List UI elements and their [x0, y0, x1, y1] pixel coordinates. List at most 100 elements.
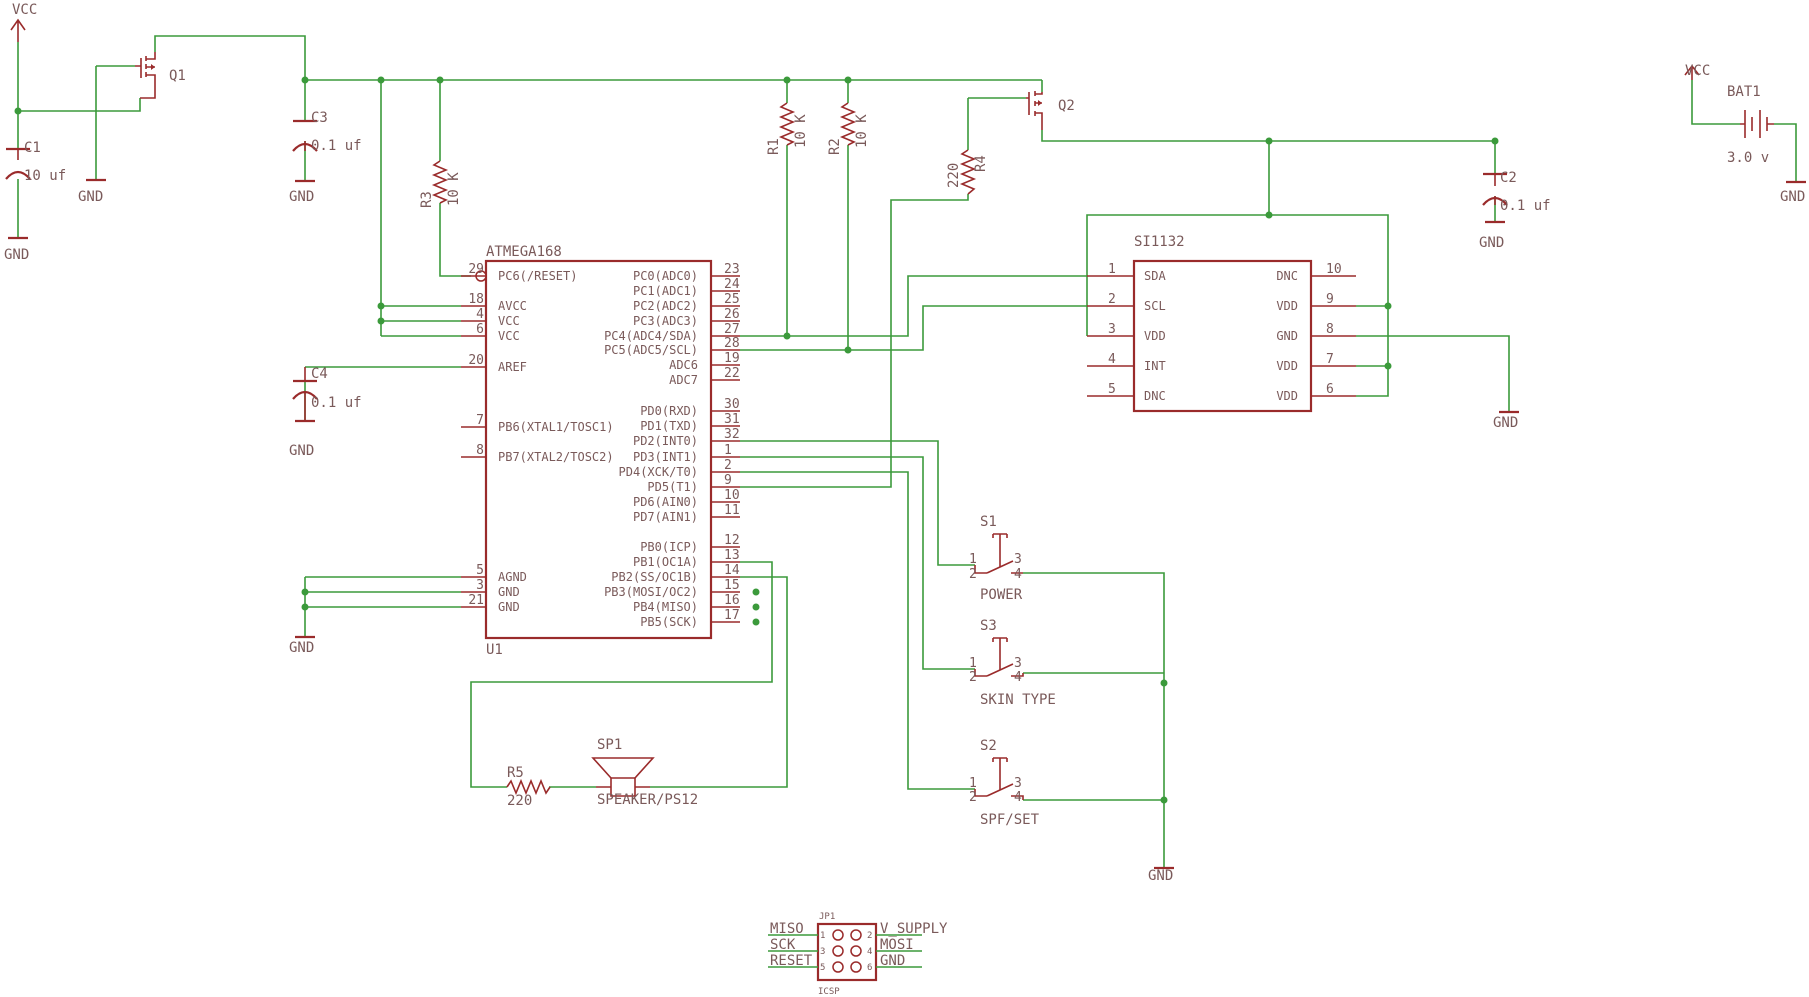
si1132-pin-number: 5: [1108, 382, 1116, 397]
svg-text:0.1 uf: 0.1 uf: [311, 138, 362, 154]
u1-pin-number: 24: [724, 277, 740, 292]
si1132-pin-label: SCL: [1144, 299, 1166, 313]
svg-text:2: 2: [969, 567, 977, 582]
si1132-pin-number: 1: [1108, 262, 1116, 277]
capacitor-c1: C1 10 uf: [5, 140, 66, 184]
svg-text:GND: GND: [1493, 415, 1518, 431]
svg-text:220: 220: [946, 163, 962, 188]
jp1-pin-number: 6: [867, 963, 872, 973]
resistor-r4: 220 R4: [946, 149, 989, 195]
u1-pin-label: PB3(MOSI/OC2): [604, 585, 698, 599]
svg-text:3: 3: [1014, 552, 1022, 567]
u1-pin-number: 29: [468, 262, 484, 277]
jp1-pin-number: 2: [867, 931, 872, 941]
u1-pin-label: PC2(ADC2): [633, 299, 698, 313]
gnd-symbol-c1: GND: [4, 236, 29, 263]
u1-pin-label: GND: [498, 600, 520, 614]
u1-pin-number: 1: [724, 443, 732, 458]
svg-text:SKIN TYPE: SKIN TYPE: [980, 692, 1056, 708]
u1-pin-label: PC4(ADC4/SDA): [604, 329, 698, 343]
u1-pin-number: 21: [468, 593, 484, 608]
gnd-symbol-c3: GND: [289, 179, 315, 205]
u1-pin-number: 11: [724, 503, 740, 518]
svg-text:R3: R3: [419, 191, 435, 208]
svg-text:4: 4: [1014, 567, 1022, 582]
jp1-pad: [850, 945, 862, 957]
u1-pin-label: PB1(OC1A): [633, 555, 698, 569]
u1-pin-number: 31: [724, 412, 740, 427]
svg-text:S3: S3: [980, 618, 997, 634]
u1-pin-label: AVCC: [498, 299, 527, 313]
gnd-symbol-c2: GND: [1479, 220, 1505, 251]
u1-pin-label: AREF: [498, 360, 527, 374]
svg-text:JP1: JP1: [819, 912, 835, 922]
si1132-pin-number: 2: [1108, 292, 1116, 307]
svg-text:3.0 v: 3.0 v: [1727, 150, 1769, 166]
transistor-q2: Q2: [1026, 91, 1075, 130]
u1-pin-label: PC1(ADC1): [633, 284, 698, 298]
jp1-pin-label: RESET: [770, 953, 813, 969]
svg-text:220: 220: [507, 793, 532, 809]
jp1-pin-number: 5: [820, 963, 825, 973]
svg-text:R4: R4: [973, 155, 989, 172]
u1-pin-number: 14: [724, 563, 740, 578]
u1-pin-number: 20: [468, 353, 484, 368]
si1132-pin-label: GND: [1276, 329, 1298, 343]
u1-pin-label: PC3(ADC3): [633, 314, 698, 328]
svg-text:GND: GND: [1479, 235, 1504, 251]
jp1-pin-number: 1: [820, 931, 825, 941]
jp1-pad: [832, 945, 844, 957]
svg-text:ICSP: ICSP: [818, 987, 840, 997]
resistor-r5: R5 220: [506, 765, 551, 809]
svg-text:C2: C2: [1500, 170, 1517, 186]
u1-pin-number: 23: [724, 262, 740, 277]
capacitor-c4: C4 0.1 uf: [292, 366, 362, 421]
vcc-symbol-top-left: VCC: [10, 2, 37, 42]
u1-pin-number: 17: [724, 608, 740, 623]
u1-pin-number: 4: [476, 307, 484, 322]
u1-pin-label: ADC7: [669, 373, 698, 387]
switch-s3: 1 2 3 4 S3 SKIN TYPE: [969, 618, 1056, 708]
svg-text:GND: GND: [289, 640, 314, 656]
u1-pin-number: 5: [476, 563, 484, 578]
wires: [17, 35, 1797, 868]
resistor-r1: R1 10 K: [766, 102, 809, 155]
capacitor-c3: C3 0.1 uf: [292, 110, 362, 154]
si1132-pin-number: 3: [1108, 322, 1116, 337]
gnd-symbol-u1: GND: [289, 635, 315, 656]
svg-text:R2: R2: [827, 138, 843, 155]
svg-text:3: 3: [1014, 776, 1022, 791]
svg-text:POWER: POWER: [980, 587, 1023, 603]
svg-text:C3: C3: [311, 110, 328, 126]
jp1-pad: [850, 961, 862, 973]
switch-s1: 1 2 3 4 S1 POWER: [969, 514, 1023, 603]
svg-text:10 uf: 10 uf: [24, 168, 66, 184]
u1-pin-label: PD4(XCK/T0): [619, 465, 698, 479]
jp1-pin-label: V_SUPPLY: [880, 921, 948, 937]
svg-text:BAT1: BAT1: [1727, 84, 1761, 100]
u1-pin-label: PB6(XTAL1/TOSC1): [498, 420, 614, 434]
si1132-pin-number: 4: [1108, 352, 1116, 367]
gnd-symbol-c4: GND: [289, 419, 315, 459]
u1-pin-number: 27: [724, 322, 740, 337]
u1-pin-number: 15: [724, 578, 740, 593]
u1-pin-label: PC6(/RESET): [498, 269, 577, 283]
speaker-sp1: SP1 SPEAKER/PS12: [591, 737, 698, 808]
u1-pin-number: 13: [724, 548, 740, 563]
si1132-pin-number: 7: [1326, 352, 1334, 367]
u1-pin-number: 19: [724, 351, 740, 366]
u1-pin-number: 16: [724, 593, 740, 608]
svg-text:2: 2: [969, 790, 977, 805]
battery-bat1: BAT1 3.0 v: [1727, 84, 1774, 166]
jp1-pin-label: MISO: [770, 921, 804, 937]
u1-pin-label: PD3(INT1): [633, 450, 698, 464]
jp1-pad: [832, 929, 844, 941]
u1-pin-number: 25: [724, 292, 740, 307]
svg-text:Q1: Q1: [169, 68, 186, 84]
svg-text:R1: R1: [766, 138, 782, 155]
